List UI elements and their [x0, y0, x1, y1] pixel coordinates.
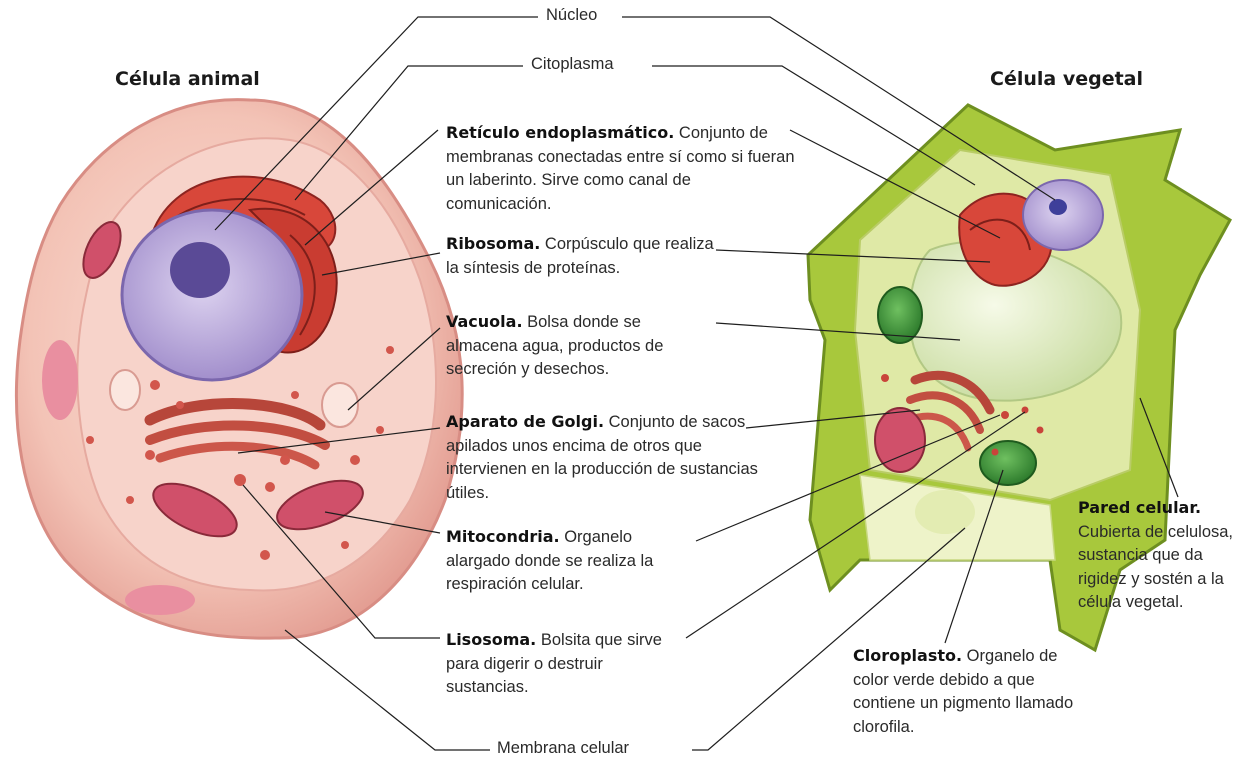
animal-cell	[16, 100, 462, 639]
desc-lisosoma: Lisosoma. Bolsita que sirve para digerir…	[446, 628, 682, 700]
desc-cloroplasto: Cloroplasto. Organelo de color verde deb…	[853, 644, 1078, 739]
animal-nucleolus	[170, 242, 230, 298]
desc-mitocondria: Mitocondria. Organelo alargado donde se …	[446, 525, 694, 597]
desc-ribosoma: Ribosoma. Corpúsculo que realiza la sínt…	[446, 232, 716, 280]
desc-cloroplasto-name: Cloroplasto.	[853, 646, 962, 665]
label-nucleo: Núcleo	[546, 6, 597, 25]
label-citoplasma: Citoplasma	[531, 55, 614, 74]
desc-pared-text: Cubierta de celulosa, sustancia que da r…	[1078, 523, 1233, 612]
animal-cell-title: Célula animal	[115, 68, 260, 90]
plant-cell-title: Célula vegetal	[990, 68, 1143, 90]
desc-vacuola-name: Vacuola.	[446, 312, 523, 331]
desc-reticulo-name: Retículo endoplasmático.	[446, 123, 674, 142]
desc-golgi-name: Aparato de Golgi.	[446, 412, 604, 431]
plant-mitochondrion	[875, 408, 925, 472]
desc-golgi: Aparato de Golgi. Conjunto de sacos apil…	[446, 410, 764, 505]
plant-nucleus	[1023, 180, 1103, 250]
desc-pared: Pared celular. Cubierta de celulosa, sus…	[1078, 496, 1243, 615]
label-membrana: Membrana celular	[497, 739, 629, 758]
desc-ribosoma-name: Ribosoma.	[446, 234, 540, 253]
desc-lisosoma-name: Lisosoma.	[446, 630, 536, 649]
desc-reticulo: Retículo endoplasmático. Conjunto de mem…	[446, 121, 796, 216]
desc-pared-name: Pared celular.	[1078, 498, 1201, 517]
desc-mitocondria-name: Mitocondria.	[446, 527, 560, 546]
desc-vacuola: Vacuola. Bolsa donde se almacena agua, p…	[446, 310, 701, 382]
